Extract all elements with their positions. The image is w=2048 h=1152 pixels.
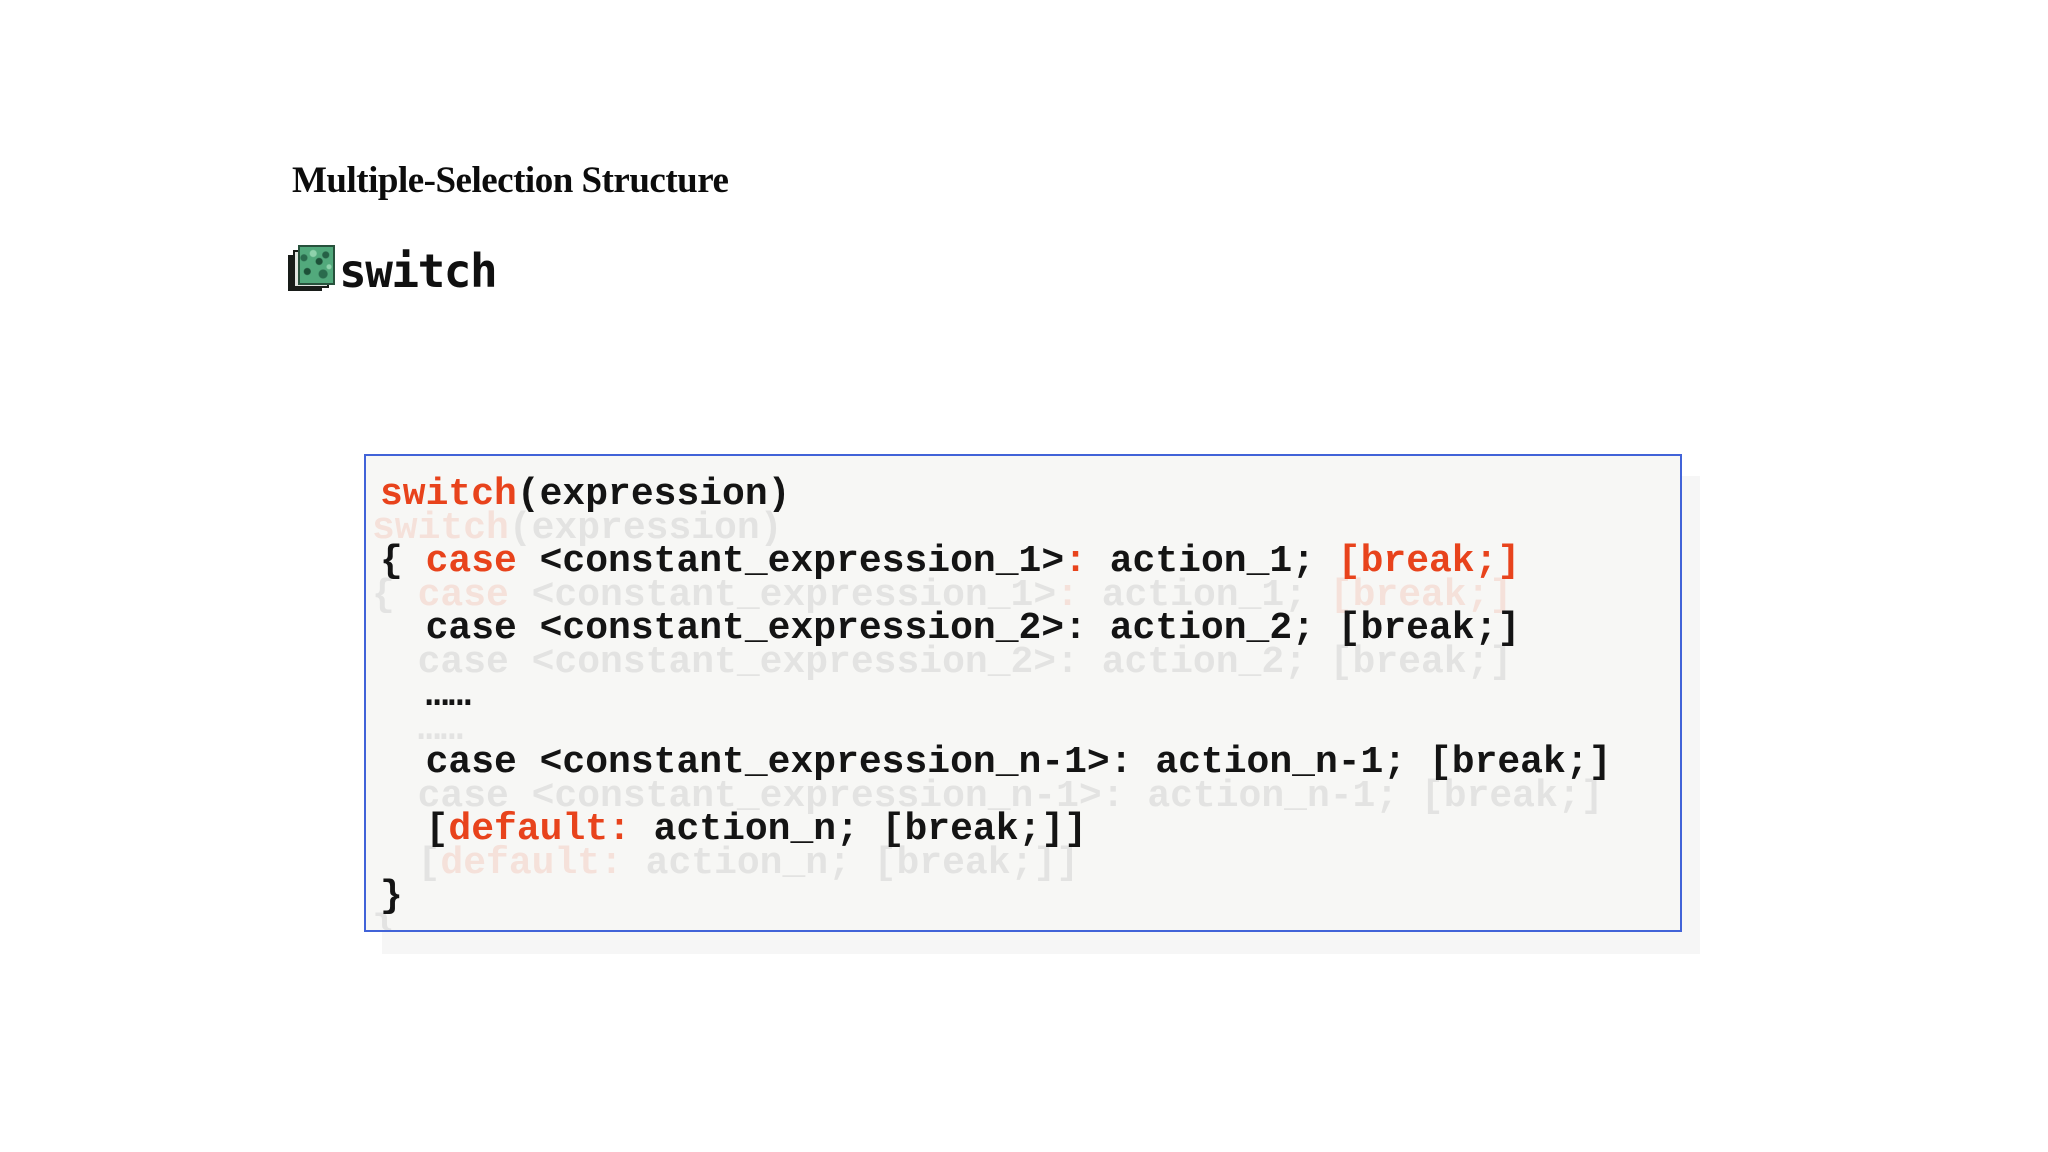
keyword-token: case xyxy=(425,540,517,583)
switch-syntax-box: switch(expression){ case <constant_expre… xyxy=(364,454,1682,932)
code-line: switch(expression) xyxy=(380,461,1680,528)
code-token: { xyxy=(380,540,426,583)
switch-heading-label: switch xyxy=(339,244,498,298)
code-line: { case <constant_expression_1>: action_1… xyxy=(380,528,1680,595)
green-note-icon xyxy=(288,244,336,294)
code-block: switch(expression){ case <constant_expre… xyxy=(366,456,1680,930)
switch-heading: switch xyxy=(288,244,498,298)
keyword-token: : xyxy=(1064,540,1087,583)
code-token: [ xyxy=(380,808,449,851)
code-line: [default: action_n; [break;]] xyxy=(380,796,1680,863)
keyword-token: switch xyxy=(380,473,517,516)
code-token: (expression) xyxy=(516,473,791,516)
note-icon-green-layer xyxy=(298,245,335,285)
code-token: case <constant_expression_n-1>: action_n… xyxy=(380,741,1612,784)
keyword-token: default: xyxy=(448,808,631,851)
code-line: } xyxy=(380,863,1680,930)
code-token: …… xyxy=(380,674,472,717)
code-token: <constant_expression_1> xyxy=(516,540,1065,583)
code-line: …… xyxy=(380,662,1680,729)
code-token: } xyxy=(380,875,403,918)
code-token: action_n; [break;]] xyxy=(630,808,1087,851)
code-line: case <constant_expression_2>: action_2; … xyxy=(380,595,1680,662)
code-line: case <constant_expression_n-1>: action_n… xyxy=(380,729,1680,796)
code-token: case <constant_expression_2>: action_2; … xyxy=(380,607,1521,650)
page-title: Multiple-Selection Structure xyxy=(292,160,729,201)
code-token: action_1; xyxy=(1086,540,1338,583)
keyword-token: [break;] xyxy=(1337,540,1521,583)
